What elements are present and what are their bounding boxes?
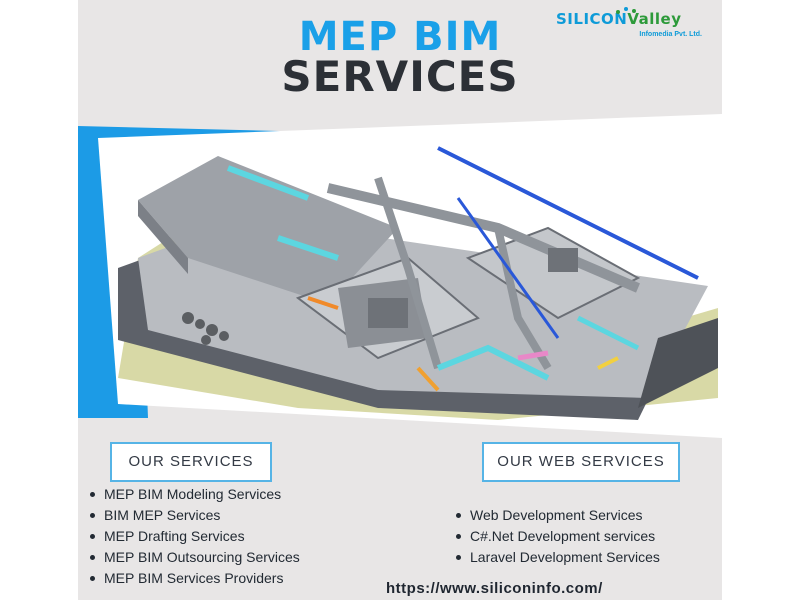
title-line-2: SERVICES xyxy=(281,52,519,101)
list-item: MEP BIM Outsourcing Services xyxy=(86,547,300,568)
logo-word-valley: Valley xyxy=(627,10,682,28)
website-link[interactable]: https://www.siliconinfo.com/ xyxy=(386,580,603,597)
poster: MEP BIM SERVICES SILICONValley Infomedia… xyxy=(78,0,722,600)
company-logo: SILICONValley Infomedia Pvt. Ltd. xyxy=(556,6,716,48)
list-item: C#.Net Development services xyxy=(452,526,660,547)
list-item: BIM MEP Services xyxy=(86,505,300,526)
list-item: MEP Drafting Services xyxy=(86,526,300,547)
logo-wordmark: SILICONValley xyxy=(556,10,682,28)
mep-building-illustration xyxy=(78,114,722,438)
list-item: Laravel Development Services xyxy=(452,547,660,568)
our-services-heading: OUR SERVICES xyxy=(110,442,272,482)
list-item: Web Development Services xyxy=(452,505,660,526)
our-web-services-heading: OUR WEB SERVICES xyxy=(482,442,680,482)
list-item: MEP BIM Services Providers xyxy=(86,568,300,589)
logo-subtitle: Infomedia Pvt. Ltd. xyxy=(639,31,702,38)
logo-word-silicon: SILICON xyxy=(556,10,628,28)
our-web-services-list: Web Development Services C#.Net Developm… xyxy=(452,505,660,568)
logo-dots-icon xyxy=(616,7,636,14)
list-item: MEP BIM Modeling Services xyxy=(86,484,300,505)
our-services-list: MEP BIM Modeling Services BIM MEP Servic… xyxy=(86,484,300,589)
title-line-1: MEP BIM xyxy=(298,14,502,60)
